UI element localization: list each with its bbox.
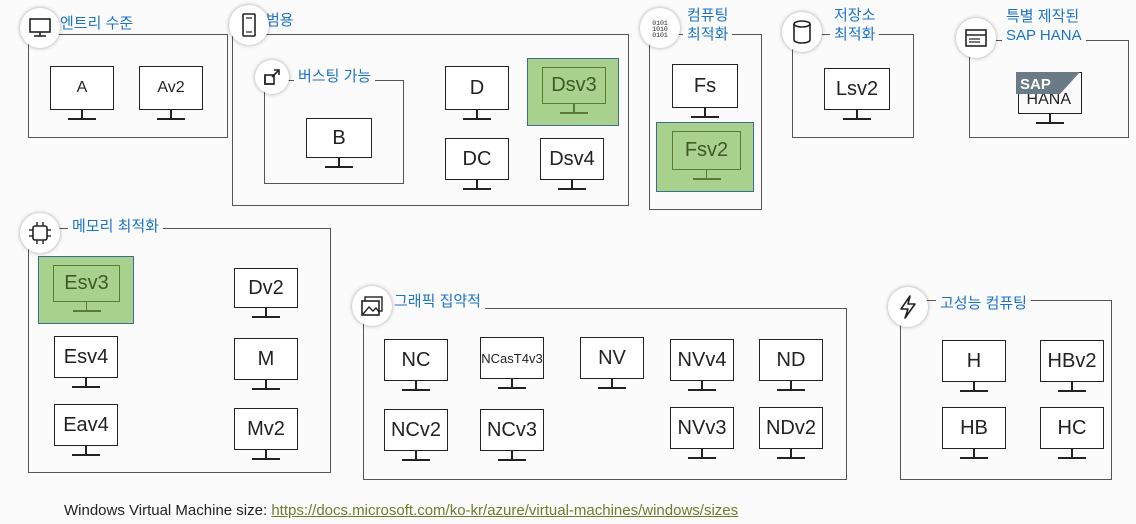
- vm-monitor-lsv2: Lsv2: [824, 68, 890, 122]
- highlighted-vm-esv3: Esv3: [38, 256, 134, 324]
- graphics-intensive-label: 그래픽 집약적: [390, 293, 485, 310]
- vm-label-h: H: [942, 340, 1006, 382]
- vm-monitor-ndv2: NDv2: [759, 407, 823, 461]
- storage-label-line1: 저장소: [834, 7, 876, 24]
- vm-label-fs: Fs: [672, 64, 738, 108]
- vm-label-esv3: Esv3: [53, 265, 120, 302]
- burstable-label: 버스팅 가능: [294, 68, 376, 85]
- memory-optimized-label: 메모리 최적화: [68, 218, 163, 235]
- vm-monitor-hc: HC: [1040, 407, 1104, 461]
- vm-label-eav4: Eav4: [54, 404, 118, 446]
- vm-monitor-nvv4: NVv4: [670, 339, 734, 393]
- entry-level-group: [28, 34, 228, 138]
- vm-monitor-eav4: Eav4: [54, 404, 118, 458]
- vm-label-nv: NV: [580, 337, 644, 379]
- sap-logo-icon: SAP: [1016, 72, 1080, 94]
- footer-note: Windows Virtual Machine size: https://do…: [64, 502, 738, 519]
- vm-monitor-fsv2: Fsv2: [672, 131, 741, 182]
- vm-label-fsv2: Fsv2: [672, 131, 741, 170]
- svg-text:0101: 0101: [652, 32, 668, 38]
- vm-label-dsv4: Dsv4: [540, 138, 604, 180]
- vm-monitor-hb: HB: [942, 407, 1006, 461]
- svg-text:1010: 1010: [652, 26, 668, 33]
- vm-monitor-dsv3: Dsv3: [542, 67, 606, 116]
- sap-label-line2: SAP HANA: [1006, 27, 1082, 44]
- vm-monitor-nd: ND: [759, 339, 823, 393]
- footer-link[interactable]: https://docs.microsoft.com/ko-kr/azure/v…: [271, 502, 739, 519]
- highlighted-vm-fsv2: Fsv2: [656, 122, 754, 192]
- general-purpose-label: 범용: [262, 12, 298, 29]
- vm-label-av2: Av2: [139, 66, 203, 110]
- vm-monitor-nv: NV: [580, 337, 644, 391]
- hpc-label: 고성능 컴퓨팅: [936, 295, 1031, 312]
- vm-monitor-mv2: Mv2: [234, 408, 298, 462]
- expand-arrow-icon: [255, 60, 289, 94]
- vm-monitor-av2: Av2: [139, 66, 203, 122]
- vm-label-ndv2: NDv2: [759, 407, 823, 449]
- vm-label-nc: NC: [384, 339, 448, 381]
- vm-monitor-nc: NC: [384, 339, 448, 393]
- memory-optimized-group: [28, 228, 331, 473]
- vm-label-nd: ND: [759, 339, 823, 381]
- vm-monitor-dsv4: Dsv4: [540, 138, 604, 192]
- phone-icon: [229, 5, 269, 45]
- vm-label-dc: DC: [445, 138, 509, 180]
- vm-monitor-ncv2: NCv2: [384, 409, 448, 463]
- vm-monitor-esv3: Esv3: [53, 265, 120, 314]
- svg-text:0101: 0101: [652, 20, 668, 27]
- sap-hana-label: 특별 제작된 SAP HANA: [1002, 7, 1086, 45]
- vm-label-hb: HB: [942, 407, 1006, 449]
- compute-label-line2: 최적화: [687, 26, 729, 43]
- vm-monitor-esv4: Esv4: [54, 336, 118, 390]
- compute-optimized-label: 컴퓨팅 최적화: [683, 6, 733, 44]
- vm-monitor-hbv2: HBv2: [1040, 340, 1104, 394]
- vm-label-d: D: [445, 66, 509, 110]
- storage-label-line2: 최적화: [834, 26, 876, 43]
- sap-label-line1: 특별 제작된: [1006, 8, 1080, 25]
- image-icon: [352, 286, 392, 326]
- vm-label-mv2: Mv2: [234, 408, 298, 450]
- general-purpose-group: [232, 34, 629, 206]
- database-icon: [782, 12, 822, 52]
- vm-label-b: B: [306, 118, 372, 158]
- vm-monitor-ncast4v3: NCasT4v3: [480, 337, 544, 391]
- vm-monitor-dv2: Dv2: [234, 268, 298, 320]
- vm-label-ncast4v3: NCasT4v3: [480, 337, 544, 379]
- server-rack-icon: [956, 18, 996, 58]
- vm-label-ncv3: NCv3: [480, 409, 544, 451]
- compute-label-line1: 컴퓨팅: [687, 7, 729, 24]
- vm-monitor-d: D: [445, 66, 509, 122]
- vm-label-dv2: Dv2: [234, 268, 298, 308]
- footer-prefix: Windows Virtual Machine size:: [64, 502, 272, 519]
- vm-label-ncv2: NCv2: [384, 409, 448, 451]
- storage-optimized-label: 저장소 최적화: [830, 6, 880, 44]
- vm-monitor-fs: Fs: [672, 64, 738, 120]
- vm-monitor-ncv3: NCv3: [480, 409, 544, 463]
- vm-label-hc: HC: [1040, 407, 1104, 449]
- highlighted-vm-dsv3: Dsv3: [527, 58, 619, 126]
- vm-label-nvv3: NVv3: [670, 407, 734, 449]
- vm-label-esv4: Esv4: [54, 336, 118, 378]
- vm-monitor-m: M: [234, 338, 298, 392]
- vm-monitor-nvv3: NVv3: [670, 407, 734, 461]
- svg-text:SAP: SAP: [1020, 76, 1051, 93]
- vm-label-lsv2: Lsv2: [824, 68, 890, 110]
- vm-label-a: A: [50, 66, 114, 110]
- vm-monitor-dc: DC: [445, 138, 509, 192]
- chip-icon: [20, 213, 60, 253]
- vm-label-nvv4: NVv4: [670, 339, 734, 381]
- graphics-intensive-group: [363, 308, 847, 480]
- desktop-icon: [20, 8, 60, 48]
- vm-label-m: M: [234, 338, 298, 380]
- entry-level-label: 엔트리 수준: [56, 15, 138, 32]
- vm-label-dsv3: Dsv3: [542, 67, 606, 104]
- lightning-icon: [888, 287, 928, 327]
- vm-label-hbv2: HBv2: [1040, 340, 1104, 382]
- vm-monitor-a: A: [50, 66, 114, 122]
- vm-monitor-h: H: [942, 340, 1006, 394]
- vm-monitor-b: B: [306, 118, 372, 170]
